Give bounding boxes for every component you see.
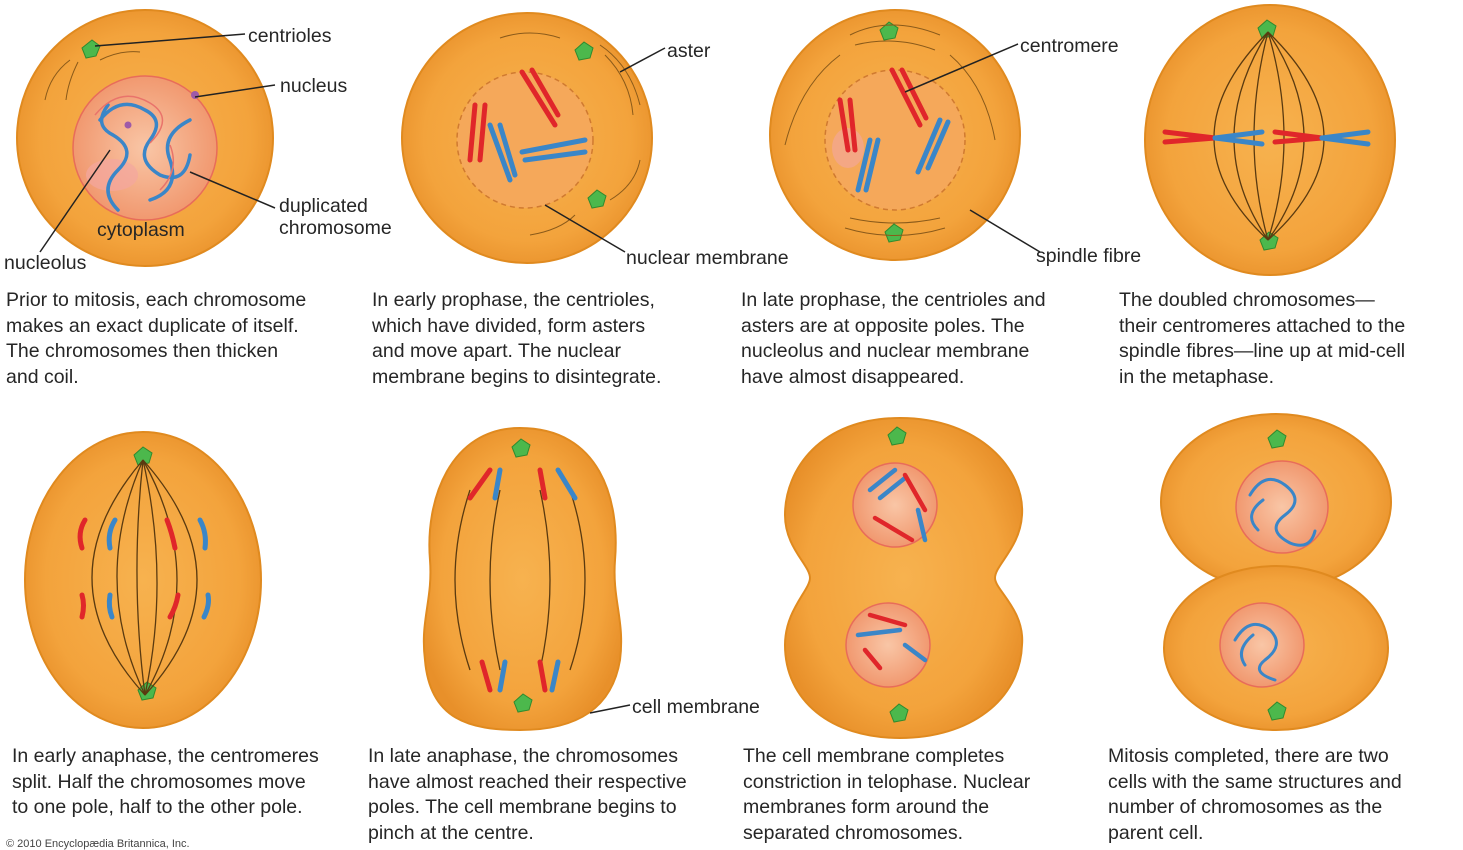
label-cytoplasm: cytoplasm — [97, 219, 185, 241]
label-cell-membrane: cell membrane — [632, 696, 760, 718]
label-duplicated-line2: chromosome — [279, 217, 392, 239]
stage-late-prophase-cell — [770, 10, 1020, 260]
label-spindle-fibre: spindle fibre — [1036, 245, 1141, 267]
label-aster: aster — [667, 40, 711, 62]
label-centromere: centromere — [1020, 35, 1119, 57]
caption-early-anaphase: In early anaphase, the centromeres split… — [12, 744, 319, 821]
caption-telophase: The cell membrane completes constriction… — [743, 744, 1030, 846]
caption-late-anaphase: In late anaphase, the chromosomes have a… — [368, 744, 687, 846]
stage-early-prophase-cell — [402, 13, 652, 263]
stage-telophase-cell — [785, 418, 1022, 738]
caption-completed: Mitosis completed, there are two cells w… — [1108, 744, 1402, 846]
label-nuclear-membrane: nuclear membrane — [626, 247, 789, 269]
stage-metaphase-cell — [1145, 5, 1395, 275]
label-nucleolus: nucleolus — [4, 252, 87, 274]
stage-early-anaphase-cell — [25, 432, 261, 728]
caption-metaphase: The doubled chromosomes— their centromer… — [1119, 288, 1405, 390]
copyright: © 2010 Encyclopædia Britannica, Inc. — [6, 838, 190, 850]
label-duplicated-line1: duplicated — [279, 195, 368, 217]
label-duplicated-chromosome: duplicated chromosome — [279, 195, 392, 239]
stage-late-anaphase-cell — [424, 428, 621, 730]
stage-completed-cells — [1161, 414, 1391, 730]
caption-interphase: Prior to mitosis, each chromosome makes … — [6, 288, 306, 390]
label-centrioles: centrioles — [248, 25, 332, 47]
caption-late-prophase: In late prophase, the centrioles and ast… — [741, 288, 1046, 390]
label-nucleus: nucleus — [280, 75, 347, 97]
caption-early-prophase: In early prophase, the centrioles, which… — [372, 288, 661, 390]
